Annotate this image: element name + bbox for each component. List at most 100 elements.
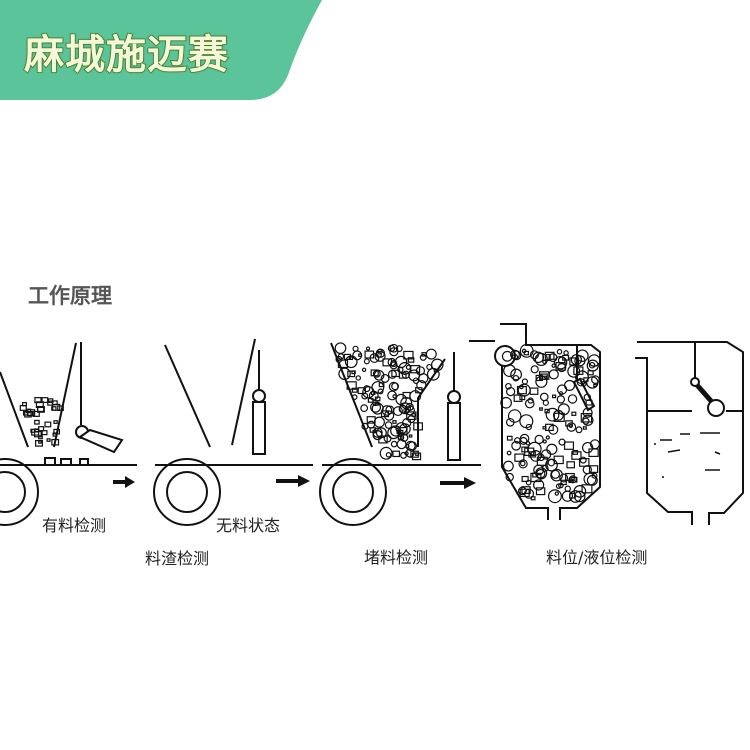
material-particle [344,355,358,369]
material-particle [530,472,542,483]
material-particle [351,387,358,393]
material-particle [35,401,44,409]
material-particle [374,396,381,402]
material-particle [587,354,601,367]
material-particle [519,488,530,498]
material-particle [57,405,64,412]
material-particle [394,355,408,369]
material-particle [519,436,528,445]
material-particle [521,378,529,385]
material-particle [380,410,390,418]
material-particle [518,486,527,496]
material-particle [367,420,376,429]
material-particle [519,433,530,444]
panel-no-material [153,338,313,526]
material-particle [398,372,407,379]
material-particle [557,403,570,416]
material-particle [343,353,352,361]
material-particle [408,434,413,438]
material-particle [390,440,398,448]
material-particle [412,377,420,384]
material-particle [34,419,40,425]
material-particle [38,426,45,432]
direction-arrows [113,475,476,489]
material-particle [569,490,582,503]
material-particle [566,422,577,432]
paddle-probe-icon [77,428,124,454]
material-particle [554,491,559,496]
material-particle [512,374,520,382]
material-particle [527,441,542,456]
material-particle [519,343,534,358]
material-particle [506,435,513,441]
material-particle [393,406,403,417]
material-particle [516,385,527,395]
material-particle [528,451,536,458]
material-particle [41,430,48,436]
material-particle [529,350,540,360]
material-particle [521,475,529,482]
material-particle [545,423,554,432]
material-particle [410,450,419,458]
material-particle [570,354,582,366]
material-particle [548,369,559,380]
material-particle [511,440,522,451]
material-particle [375,348,386,358]
material-particle [583,472,597,486]
material-particle [539,407,543,411]
material-particle [556,348,563,355]
material-particle [579,456,587,464]
material-particle [513,394,523,402]
material-particle [426,367,440,381]
material-particle [352,350,363,361]
material-particle [372,427,383,438]
material-particle [52,403,61,411]
material-particle [384,421,393,429]
material-particle [34,428,40,433]
material-particle [558,391,564,396]
material-particle [51,438,60,446]
material-particle [510,368,523,381]
material-particle [41,397,49,403]
material-particle [335,355,343,363]
material-particle [588,465,599,473]
material-particle [37,405,45,413]
material-particle [550,468,563,482]
material-particle [573,490,586,503]
material-particle [25,408,32,414]
brand-banner [0,0,322,100]
material-particle [372,430,383,441]
material-particle [588,361,596,369]
panel-liquid-level [635,341,744,525]
material-particle [553,355,568,370]
material-particle [566,461,575,469]
material-particle [583,393,591,401]
material-particle [591,375,600,384]
material-particle [503,364,516,378]
material-particle [30,428,36,433]
material-particle [536,456,548,466]
material-particle [379,446,393,460]
material-particle [338,367,351,381]
material-particle [564,379,576,391]
material-particle [365,346,371,351]
material-particle [355,375,361,381]
material-particle [346,381,357,390]
material-particle [22,402,28,407]
material-particle [539,392,549,402]
arrow-right-icon [440,477,476,489]
material-particle [571,411,577,416]
material-particle [581,484,593,494]
material-particle [371,380,385,394]
material-particle [588,448,599,458]
material-particle [537,453,545,462]
material-particle [406,411,417,421]
brand-name: 麻城施迈赛 [23,31,229,79]
material-particle [370,369,379,377]
material-particle [399,423,411,435]
material-particle [524,398,535,409]
material-particle [399,402,412,415]
material-particle [419,353,427,361]
material-particle [571,451,582,460]
